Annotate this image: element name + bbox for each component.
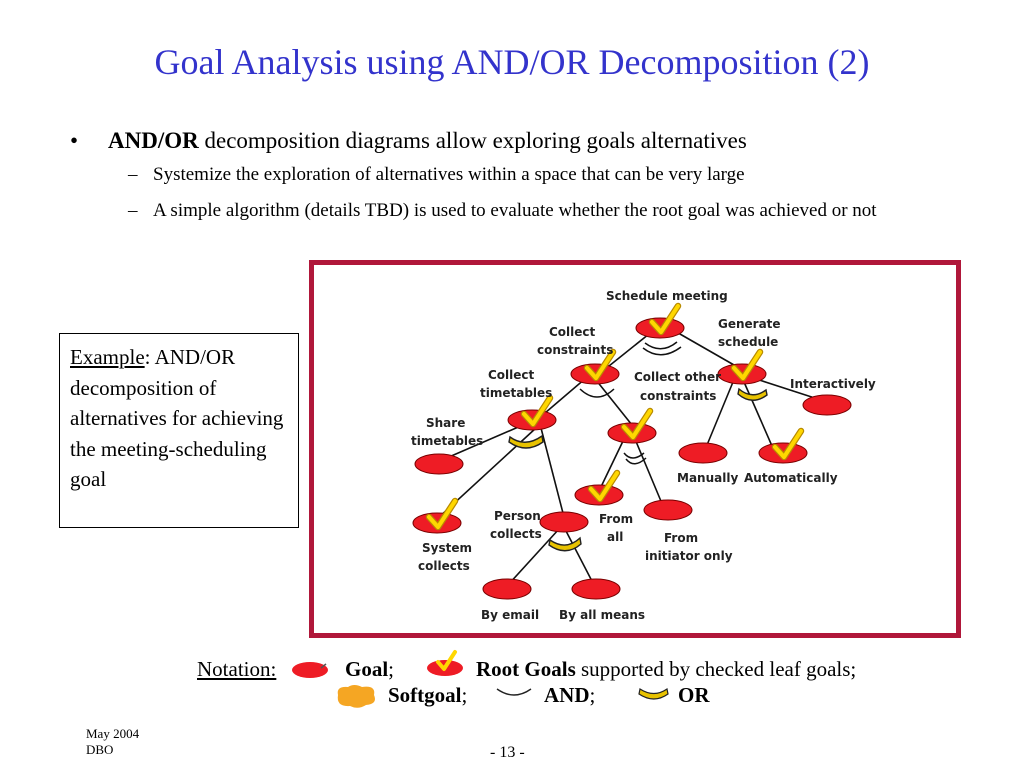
goal-by-email <box>482 578 532 600</box>
notation-label: Notation: <box>197 657 277 681</box>
goal-manually <box>678 442 728 464</box>
goal-by-all-means <box>571 578 621 600</box>
label-system-collects: collects <box>418 559 470 573</box>
footer-author: DBO <box>86 742 114 757</box>
footer-date: May 2004 <box>86 726 140 741</box>
bullet-text: AND/OR decomposition diagrams allow expl… <box>108 126 747 156</box>
label-share-timetables: Share <box>426 416 465 430</box>
page-number: - 13 - <box>490 744 525 761</box>
sub-bullet-marker: – <box>128 164 138 185</box>
sub-bullet-text: A simple algorithm (details TBD) is used… <box>153 200 877 221</box>
root-goal-symbol-icon <box>427 650 463 676</box>
label-from-all: all <box>607 530 623 544</box>
notation-root-goals: Root Goals supported by checked leaf goa… <box>476 657 857 681</box>
label-system-collects: System <box>422 541 472 555</box>
goal-from-initiator-only <box>643 499 693 521</box>
label-from-initiator-only: initiator only <box>645 549 733 563</box>
label-automatically: Automatically <box>744 471 838 485</box>
notation-softgoal: Softgoal; <box>388 683 468 707</box>
or-arcs <box>508 387 768 552</box>
label-collect-constraints: constraints <box>537 343 613 357</box>
goal-share-timetables <box>414 453 464 475</box>
notation-and: AND; <box>544 683 596 707</box>
label-interactively: Interactively <box>790 377 876 391</box>
label-from-initiator-only: From <box>664 531 698 545</box>
bullet-rest: decomposition diagrams allow exploring g… <box>198 128 747 153</box>
slide-title: Goal Analysis using AND/OR Decomposition… <box>154 42 870 82</box>
label-collect-timetables: Collect <box>488 368 535 382</box>
bullet-bold-term: AND/OR <box>108 128 199 153</box>
and-symbol-icon <box>496 688 532 696</box>
bullet-marker: • <box>70 128 79 153</box>
goal-diagram-frame: Schedule meeting Collect constraints Gen… <box>309 260 961 638</box>
notation-goal: Goal; <box>345 657 395 681</box>
goal-diagram: Schedule meeting Collect constraints Gen… <box>411 289 876 622</box>
example-text: : AND/OR decomposition of alternatives f… <box>70 345 284 491</box>
sub-bullet-text: Systemize the exploration of alternative… <box>153 164 745 185</box>
label-share-timetables: timetables <box>411 434 483 448</box>
label-from-all: From <box>599 512 633 526</box>
label-collect-timetables: timetables <box>480 386 552 400</box>
goal-interactively <box>802 394 852 416</box>
goal-symbol-icon <box>292 662 328 678</box>
example-label: Example <box>70 345 145 369</box>
label-manually: Manually <box>677 471 738 485</box>
label-collect-other-constraints: Collect other <box>634 370 721 384</box>
label-schedule-meeting: Schedule meeting <box>606 289 728 303</box>
label-generate-schedule: schedule <box>718 335 778 349</box>
label-collect-other-constraints: constraints <box>640 389 716 403</box>
label-person-collects: collects <box>490 527 542 541</box>
diagram-labels: Schedule meeting Collect constraints Gen… <box>411 289 876 622</box>
label-by-all-means: By all means <box>559 608 645 622</box>
label-person-collects: Person <box>494 509 541 523</box>
sub-bullet-marker: – <box>128 200 138 221</box>
or-symbol-icon <box>638 687 669 700</box>
label-generate-schedule: Generate <box>718 317 781 331</box>
label-collect-constraints: Collect <box>549 325 596 339</box>
example-callout: Example: AND/OR decomposition of alterna… <box>59 333 299 528</box>
label-by-email: By email <box>481 608 539 622</box>
goal-person-collects <box>539 511 589 533</box>
softgoal-symbol-icon <box>337 685 375 708</box>
notation-or: OR <box>678 683 710 707</box>
and-arcs <box>579 341 682 465</box>
goal-nodes <box>412 317 852 600</box>
